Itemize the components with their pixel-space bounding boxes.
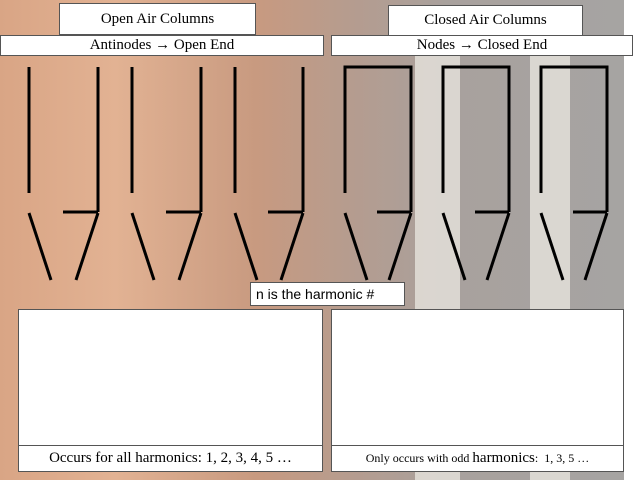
closed-pipe-3 <box>539 65 609 281</box>
slide-edge <box>624 0 640 480</box>
open-pipe-1 <box>27 67 100 281</box>
closed-caption: Only occurs with odd harmonics: 1, 3, 5 … <box>331 445 624 472</box>
closed-pipe-1 <box>343 65 413 281</box>
nodes-closed-end-label: Nodes → Closed End <box>331 35 633 56</box>
caption-text: harmonics <box>472 450 535 466</box>
antinodes-open-end-label: Antinodes → Open End <box>0 35 324 56</box>
note-text: n is the harmonic # <box>256 286 375 302</box>
caption-text: Occurs for all harmonics: 1, 2, 3, 4, 5 … <box>49 450 292 466</box>
caption-text: Only occurs with odd <box>365 451 473 465</box>
harmonic-note: n is the harmonic # <box>250 282 405 306</box>
subtitle-text: Antinodes → Open End <box>89 37 235 53</box>
caption-text: : 1, 3, 5 … <box>534 451 590 465</box>
closed-answer-box <box>331 309 624 446</box>
open-pipe-3 <box>233 67 305 281</box>
title-text: Open Air Columns <box>100 10 215 27</box>
open-answer-box <box>18 309 323 446</box>
title-text: Closed Air Columns <box>424 12 547 28</box>
closed-pipe-2 <box>441 65 511 281</box>
subtitle-text: Nodes → Closed End <box>416 37 548 53</box>
open-pipe-2 <box>130 67 203 281</box>
open-caption: Occurs for all harmonics: 1, 2, 3, 4, 5 … <box>18 445 323 472</box>
open-air-columns-title: Open Air Columns <box>59 3 256 35</box>
